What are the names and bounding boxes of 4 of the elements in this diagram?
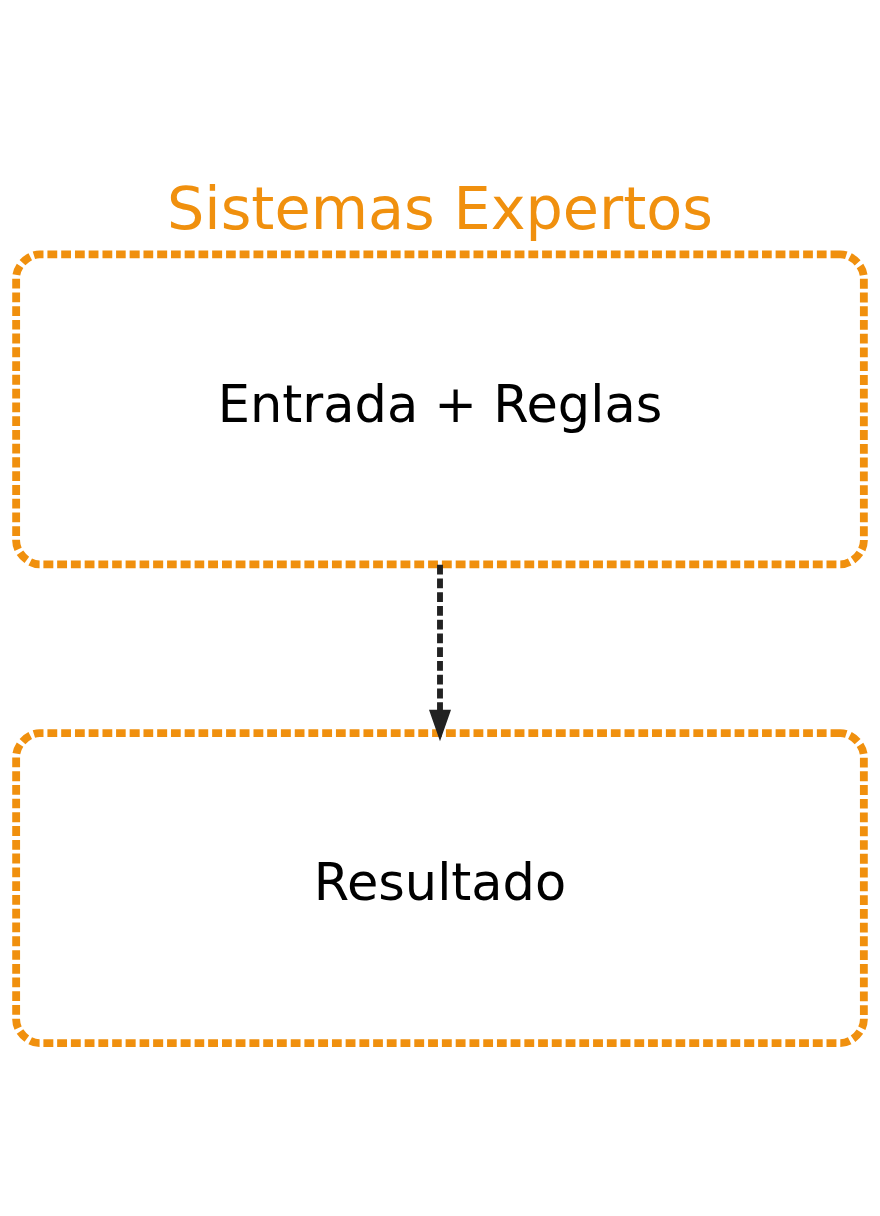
diagram-title: Sistemas Expertos (166, 173, 714, 243)
arrow (428, 564, 452, 741)
node-box: Resultado (12, 728, 868, 1047)
node-box: Entrada + Reglas (12, 249, 868, 568)
